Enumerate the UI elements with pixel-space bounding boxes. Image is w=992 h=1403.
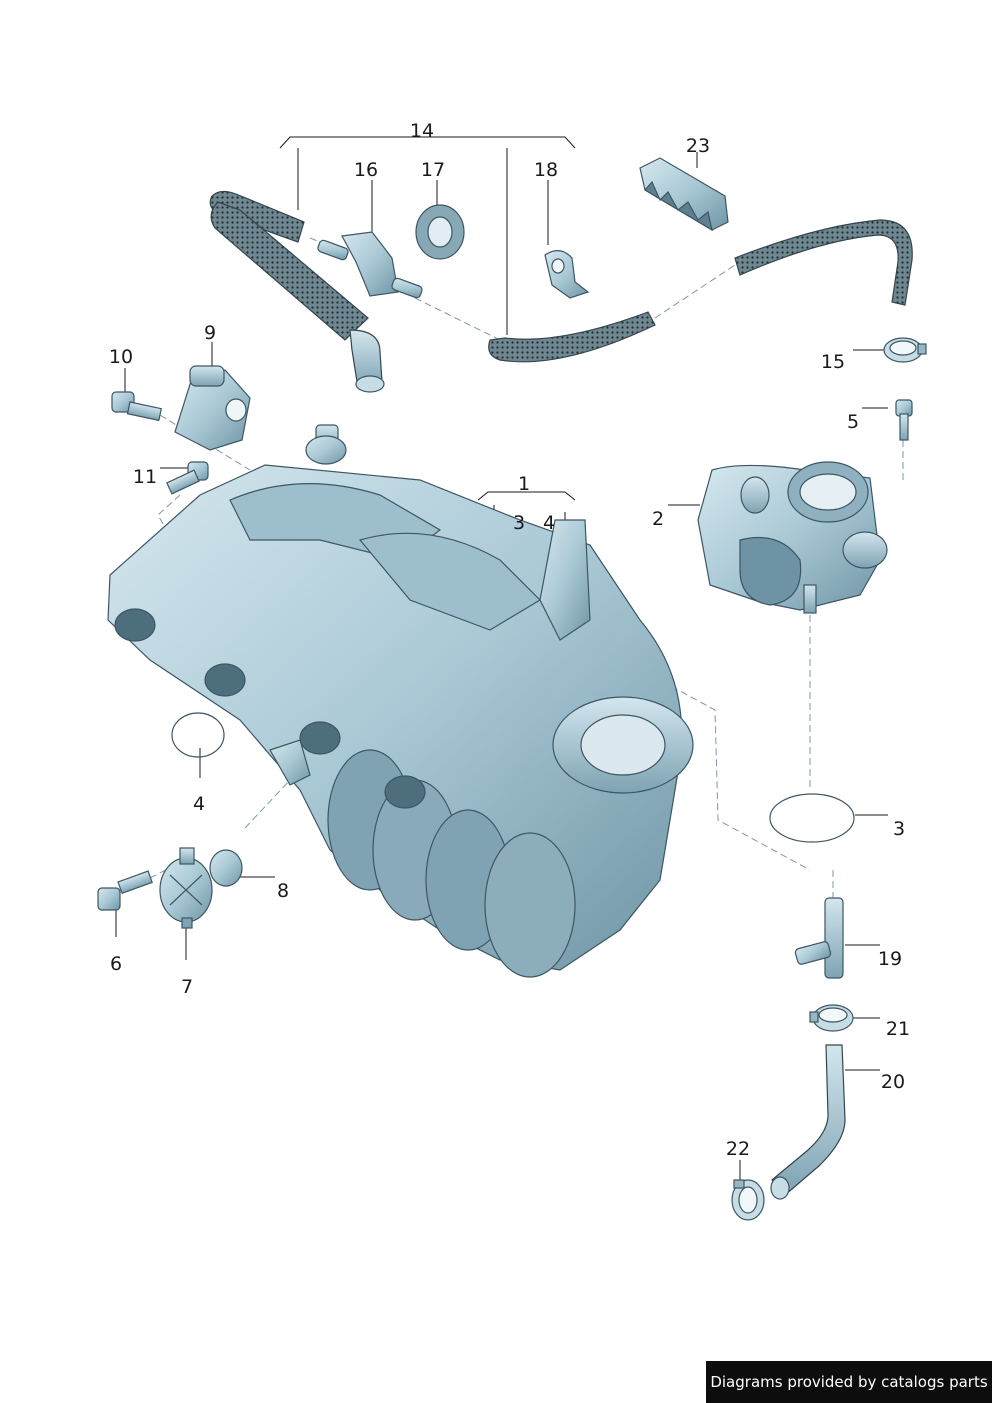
bolt-6 bbox=[97, 870, 153, 911]
callout-c11: 11 bbox=[133, 466, 157, 488]
callout-c23: 23 bbox=[686, 135, 710, 157]
callout-c6: 6 bbox=[110, 953, 122, 975]
bolt-10 bbox=[111, 391, 163, 422]
callout-c8: 8 bbox=[277, 880, 289, 902]
bolt-11 bbox=[166, 461, 209, 495]
vacuum-hose-middle bbox=[488, 311, 656, 363]
gasket-ring-4 bbox=[171, 712, 225, 758]
sensor-7 bbox=[159, 847, 213, 929]
callout-c19: 19 bbox=[878, 948, 902, 970]
callout-c17: 17 bbox=[421, 159, 445, 181]
assembly-dash-lines bbox=[149, 237, 904, 900]
callout-c22: 22 bbox=[726, 1138, 750, 1160]
hose-clamp-upper bbox=[883, 337, 927, 363]
breather-pipe bbox=[770, 1044, 846, 1200]
hose-clamp-21 bbox=[809, 1004, 854, 1032]
rubber-grommet bbox=[415, 204, 465, 260]
callout-c14: 14 bbox=[410, 120, 434, 142]
callout-c2: 2 bbox=[652, 508, 664, 530]
throttle-body bbox=[697, 461, 888, 614]
callout-c15: 15 bbox=[821, 351, 845, 373]
callout-c7: 7 bbox=[181, 976, 193, 998]
gasket-ring-3 bbox=[769, 793, 855, 843]
callout-c21: 21 bbox=[886, 1018, 910, 1040]
bracket-9 bbox=[174, 365, 251, 451]
footer-badge: Diagrams provided by catalogs parts bbox=[706, 1361, 992, 1403]
callout-c3b: 3 bbox=[893, 818, 905, 840]
t-connector-19 bbox=[794, 897, 844, 979]
callout-c4b: 4 bbox=[193, 793, 205, 815]
hose-holder-clip bbox=[544, 250, 590, 299]
callout-c18: 18 bbox=[534, 159, 558, 181]
hose-clamp-22 bbox=[731, 1179, 765, 1221]
hose-retainer-bracket bbox=[639, 157, 729, 232]
check-valve bbox=[317, 231, 423, 299]
callout-c1: 1 bbox=[518, 473, 530, 495]
callout-c10: 10 bbox=[109, 346, 133, 368]
callout-c16: 16 bbox=[354, 159, 378, 181]
vacuum-hose-right bbox=[734, 219, 913, 306]
cap-8 bbox=[209, 849, 243, 887]
callout-c9: 9 bbox=[204, 322, 216, 344]
callout-c4a: 4 bbox=[543, 512, 555, 534]
bolt-5 bbox=[895, 399, 913, 441]
callout-c3a: 3 bbox=[513, 512, 525, 534]
footer-text: Diagrams provided by catalogs parts bbox=[710, 1373, 988, 1391]
vacuum-hose-left bbox=[209, 190, 385, 393]
intake-manifold bbox=[107, 424, 694, 978]
callout-c20: 20 bbox=[881, 1071, 905, 1093]
callout-c5: 5 bbox=[847, 411, 859, 433]
